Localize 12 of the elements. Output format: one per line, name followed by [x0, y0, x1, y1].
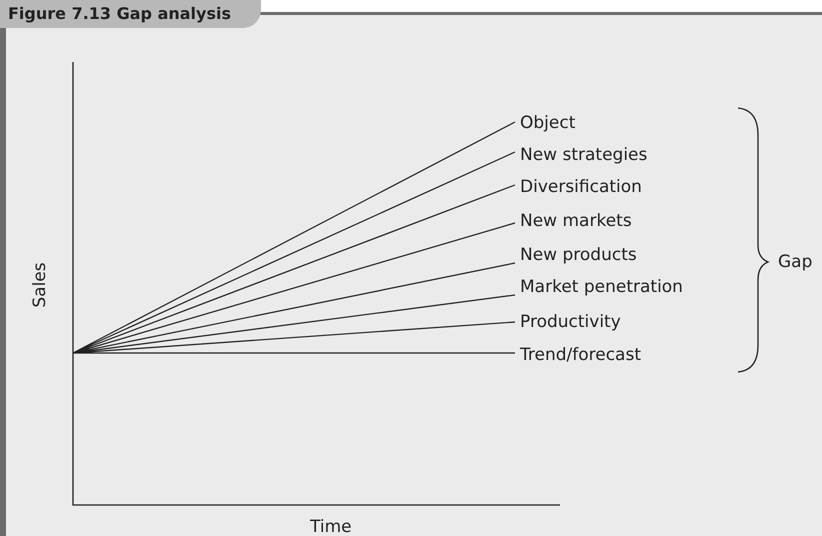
- line-label: Diversification: [520, 177, 642, 197]
- line-label: Trend/forecast: [520, 345, 642, 365]
- axis-label: Sales: [30, 262, 50, 308]
- line-label: New markets: [520, 211, 632, 231]
- axis-label: Time: [310, 517, 352, 536]
- figure-title: Figure 7.13 Gap analysis: [0, 0, 261, 28]
- line-label: New products: [520, 245, 637, 265]
- line-label: Market penetration: [520, 277, 683, 297]
- bracket-label: Gap: [778, 252, 812, 272]
- line-label: Object: [520, 113, 576, 133]
- line-label: New strategies: [520, 145, 648, 165]
- line-label: Productivity: [520, 312, 621, 332]
